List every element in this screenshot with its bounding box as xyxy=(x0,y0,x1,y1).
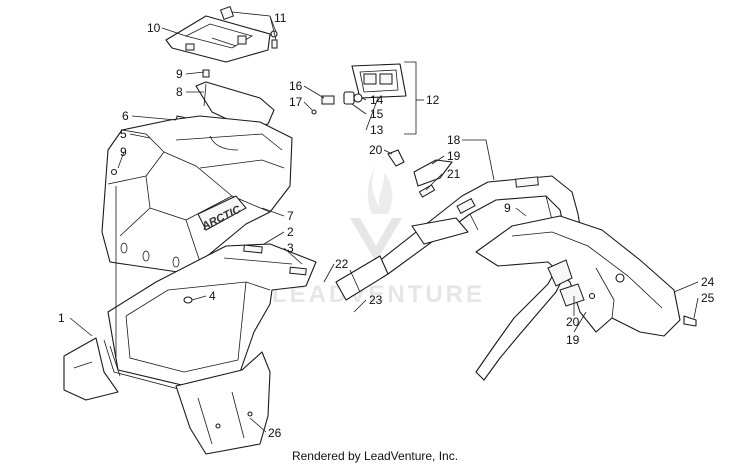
callout-4: 4 xyxy=(209,289,216,303)
seat-panel xyxy=(195,69,275,129)
watermark-flame-icon xyxy=(367,162,393,214)
watermark-text: LEADVENTURE xyxy=(272,281,485,308)
callout-20-bottom: 20 xyxy=(566,315,580,329)
callout-15: 15 xyxy=(370,107,384,121)
callout-19-bottom: 19 xyxy=(566,333,580,347)
callout-11: 11 xyxy=(274,11,287,25)
callout-23: 23 xyxy=(369,293,383,307)
callout-6: 6 xyxy=(122,109,129,123)
callout-10: 10 xyxy=(147,21,161,35)
leader-lines xyxy=(69,11,699,433)
seat-top-cover xyxy=(165,5,278,63)
rear-body xyxy=(63,337,271,455)
rendered-by-credit: Rendered by LeadVenture, Inc. xyxy=(291,449,459,463)
watermark: LEADVENTURE xyxy=(272,162,485,308)
callout-9-top: 9 xyxy=(176,67,183,81)
callout-17: 17 xyxy=(289,95,303,109)
callout-9-left: 9 xyxy=(120,145,127,159)
callout-9-right: 9 xyxy=(504,201,511,215)
callout-3: 3 xyxy=(287,241,294,255)
callout-7: 7 xyxy=(287,209,294,223)
callout-21: 21 xyxy=(447,167,461,181)
callout-25: 25 xyxy=(701,291,715,305)
taillight-assembly xyxy=(311,63,407,115)
callout-12: 12 xyxy=(426,93,440,107)
callout-14: 14 xyxy=(370,93,384,107)
callout-5: 5 xyxy=(120,127,127,141)
callout-labels: 1 2 3 4 5 6 7 8 9 9 9 10 11 12 13 14 15 … xyxy=(58,11,715,440)
fuel-tank: ARCTIC xyxy=(101,115,293,273)
callout-19-top: 19 xyxy=(447,149,461,163)
callout-20-top: 20 xyxy=(369,143,383,157)
callout-1: 1 xyxy=(58,311,65,325)
callout-26: 26 xyxy=(268,426,282,440)
rear-flap xyxy=(475,215,697,337)
callout-13: 13 xyxy=(370,123,384,137)
callout-2: 2 xyxy=(287,225,294,239)
callout-16: 16 xyxy=(289,79,303,93)
watermark-v-icon xyxy=(350,218,402,262)
bumper-frame xyxy=(335,175,583,381)
callout-8: 8 xyxy=(176,85,183,99)
callout-24: 24 xyxy=(701,275,715,289)
callout-22: 22 xyxy=(335,257,349,271)
callout-18: 18 xyxy=(447,133,461,147)
